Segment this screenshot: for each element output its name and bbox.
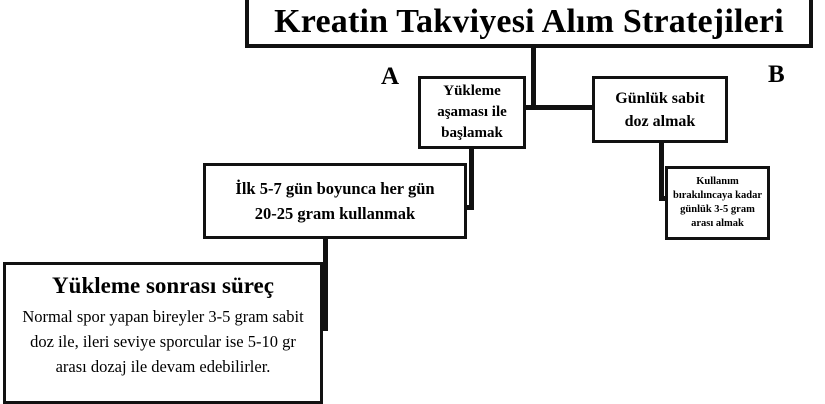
node-after-loading-body: Normal spor yapan bireyler 3-5 gram sabi… (22, 307, 304, 376)
connector-b-stem (659, 141, 664, 201)
node-loading-detail-text: İlk 5-7 gün boyunca her gün 20-25 gram k… (235, 179, 435, 223)
diagram-title-box: Kreatin Takviyesi Alım Stratejileri (245, 0, 813, 48)
node-daily-fixed-text: Günlük sabit doz almak (615, 89, 705, 130)
connector-title-stem (531, 48, 536, 110)
node-daily-detail: Kullanım bırakılıncaya kadar günlük 3-5 … (665, 166, 770, 240)
connector-a-b-horizontal (521, 105, 595, 110)
branch-marker-a: A (381, 63, 400, 90)
node-after-loading-heading: Yükleme sonrası süreç (52, 273, 274, 298)
node-after-loading: Yükleme sonrası süreç Normal spor yapan … (3, 262, 323, 404)
node-daily-fixed: Günlük sabit doz almak (592, 76, 728, 143)
node-loading-start-text: Yükleme aşaması ile başlamak (437, 83, 507, 141)
connector-a-stem (469, 146, 474, 210)
node-loading-start: Yükleme aşaması ile başlamak (418, 76, 526, 149)
diagram-title-text: Kreatin Takviyesi Alım Stratejileri (274, 3, 784, 40)
branch-marker-b: B (768, 61, 785, 88)
node-daily-detail-text: Kullanım bırakılıncaya kadar günlük 3-5 … (673, 176, 762, 229)
connector-loading-stem (323, 236, 328, 331)
node-loading-detail: İlk 5-7 gün boyunca her gün 20-25 gram k… (203, 163, 467, 239)
connector-a-stub (461, 205, 473, 210)
